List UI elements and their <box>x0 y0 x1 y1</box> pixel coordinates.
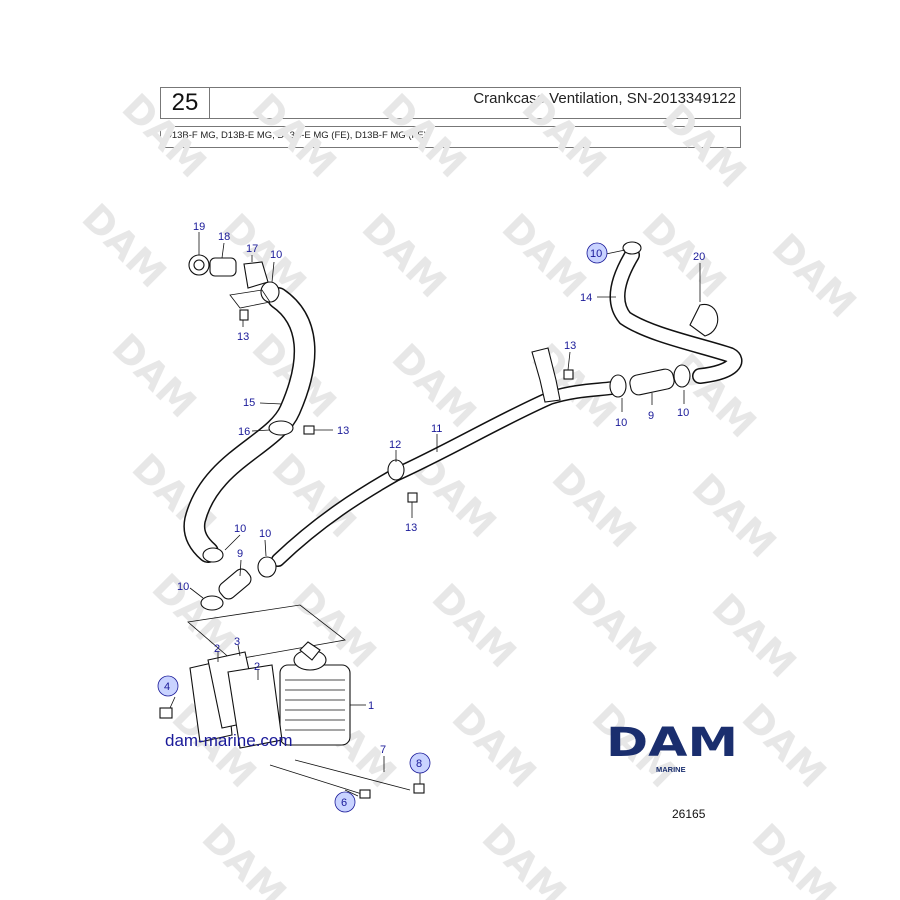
callout-12: 12 <box>389 439 401 451</box>
callout-17: 17 <box>246 243 258 255</box>
assembly-outline <box>187 604 346 661</box>
fittings-19-18-17 <box>188 254 269 289</box>
bolts-13 <box>239 309 574 503</box>
hose-11 <box>271 381 619 567</box>
dimension-box-17 <box>229 289 271 309</box>
callout-10: 10 <box>677 407 689 419</box>
watermark-mark: DAM <box>374 85 475 186</box>
callout-8: 8 <box>416 758 422 770</box>
hose-14 <box>609 247 743 384</box>
callout-13: 13 <box>564 340 576 352</box>
engine-models: D13B-F MG, D13B-E MG, D13B-E MG (FE), D1… <box>165 130 427 141</box>
page-title: Crankcase Ventilation, SN-2013349122 <box>473 90 736 107</box>
watermark-mark: DAM <box>384 335 485 436</box>
callout-6: 6 <box>341 797 347 809</box>
site-watermark-text: dam-marine.com <box>165 731 293 750</box>
watermark-mark: DAM <box>564 575 665 676</box>
callout-2: 2 <box>254 661 260 673</box>
hose-9-left <box>218 568 252 600</box>
leader-lines <box>169 232 701 797</box>
callout-13: 13 <box>337 425 349 437</box>
dam-marine-logo: DAM MARINE <box>606 720 738 774</box>
watermark-mark: DAM <box>114 85 215 186</box>
watermark-mark: DAM <box>424 575 525 676</box>
clip-20 <box>689 304 719 337</box>
watermark-mark: DAM <box>664 345 765 446</box>
watermark-mark: DAM <box>764 225 865 326</box>
watermark-mark: DAM <box>474 815 575 900</box>
svg-text:DAM: DAM <box>606 720 738 766</box>
watermark-mark: DAM <box>744 815 845 900</box>
page-number: 25 <box>160 87 210 119</box>
title-box: Crankcase Ventilation, SN-2013349122 <box>160 87 741 119</box>
watermark-mark: DAM <box>704 585 805 686</box>
hose-9-right <box>629 368 675 396</box>
figure-number: 26165 <box>672 807 706 821</box>
pipe-bracket <box>531 347 561 403</box>
callouts: 19 18 17 10 13 15 16 13 12 11 13 13 10 2… <box>157 221 705 813</box>
callout-10: 10 <box>234 523 246 535</box>
brackets-2-3 <box>189 651 283 749</box>
callout-15: 15 <box>243 397 255 409</box>
watermark-mark: DAM <box>544 455 645 556</box>
watermark-mark: DAM <box>74 195 175 296</box>
callout-9: 9 <box>237 548 243 560</box>
callout-9: 9 <box>648 410 654 422</box>
callout-2: 2 <box>214 643 220 655</box>
watermark-mark: DAM <box>244 85 345 186</box>
callout-16: 16 <box>238 426 250 438</box>
callout-13: 13 <box>237 331 249 343</box>
callout-10: 10 <box>259 528 271 540</box>
callout-3: 3 <box>234 636 240 648</box>
clamps <box>200 241 691 611</box>
svg-text:MARINE: MARINE <box>656 765 686 774</box>
bolts-7-6-8-4 <box>159 707 425 799</box>
watermark-mark: DAM <box>684 465 785 566</box>
watermark-mark: DAM <box>104 325 205 426</box>
watermark-mark: DAM <box>194 815 295 900</box>
callout-10: 10 <box>615 417 627 429</box>
watermark-mark: DAM <box>634 205 735 306</box>
callout-10: 10 <box>590 248 602 260</box>
callout-19: 19 <box>193 221 205 233</box>
callout-20: 20 <box>693 251 705 263</box>
callout-10: 10 <box>270 249 282 261</box>
callout-13: 13 <box>405 522 417 534</box>
callout-10: 10 <box>177 581 189 593</box>
callout-18: 18 <box>218 231 230 243</box>
watermark-mark: DAM <box>444 695 545 796</box>
oil-separator-1 <box>279 641 351 746</box>
watermark-mark: DAM <box>734 695 835 796</box>
watermark-mark: DAM <box>354 205 455 306</box>
callout-14: 14 <box>580 292 592 304</box>
callout-7: 7 <box>380 744 386 756</box>
callout-11: 11 <box>431 423 442 435</box>
callout-4: 4 <box>164 681 170 693</box>
watermark-mark: DAM <box>654 95 755 196</box>
models-box: D13B-F MG, D13B-E MG, D13B-E MG (FE), D1… <box>160 126 741 148</box>
callout-1: 1 <box>368 700 374 712</box>
hose-15 <box>183 287 316 563</box>
watermark-mark: DAM <box>514 85 615 186</box>
